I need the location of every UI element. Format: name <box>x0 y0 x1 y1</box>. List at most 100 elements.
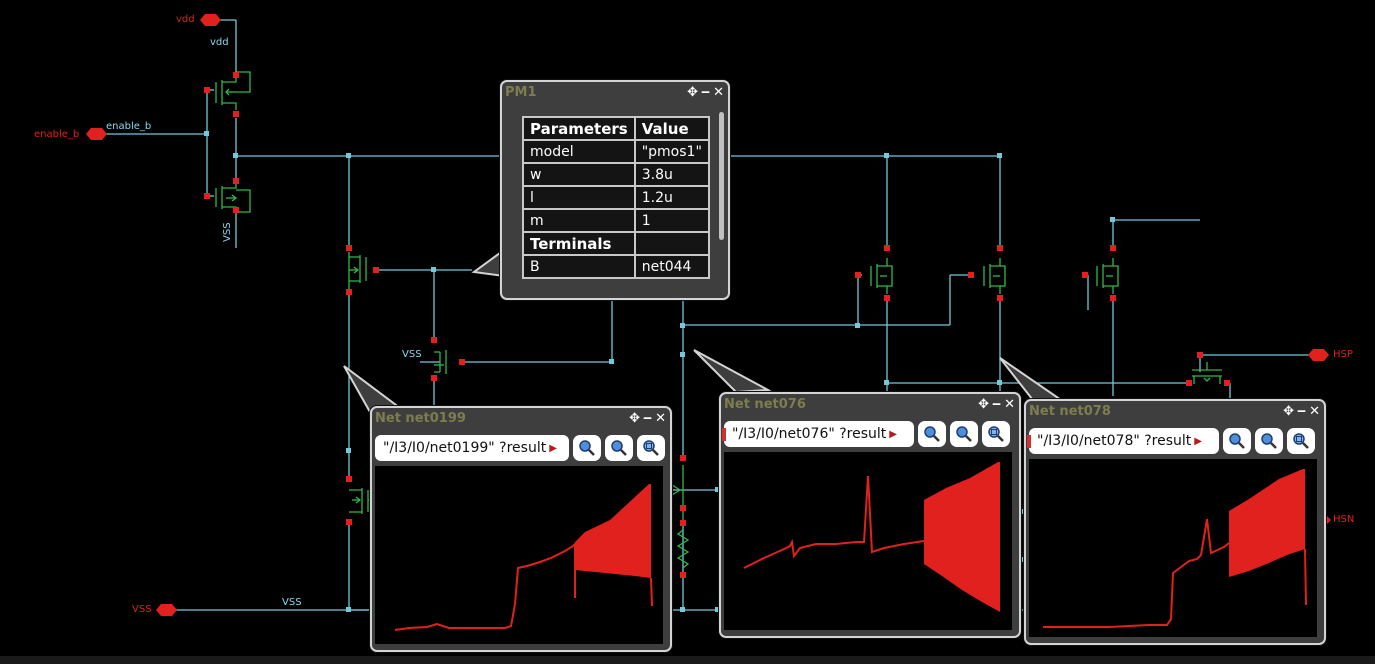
dropdown-arrow-icon[interactable]: ▶ <box>549 442 557 454</box>
net-label-vss-vertical: VSS <box>222 222 233 242</box>
pm1-title-bar[interactable]: PM1 ✥ ‒ ✕ <box>502 82 728 104</box>
net076-title-bar[interactable]: Net net076 ✥ ‒ ✕ <box>721 394 1019 416</box>
connection-points <box>204 72 1230 578</box>
net078-title-bar[interactable]: Net net078 ✥ ‒ ✕ <box>1026 401 1324 423</box>
param-value[interactable]: "pmos1" <box>633 139 710 164</box>
table-row[interactable]: model "pmos1" <box>522 139 710 164</box>
dropdown-arrow-icon[interactable]: ▶ <box>889 428 897 440</box>
zoom-out-button[interactable] <box>605 435 633 461</box>
selection-marker <box>722 428 726 441</box>
pin-hsp: HSP <box>1333 349 1353 360</box>
expression-toolbar: "/I3/I0/net076" ?result ▶ <box>722 420 1010 448</box>
minimize-icon[interactable]: ‒ <box>992 397 1002 412</box>
minimize-icon[interactable]: ‒ <box>643 411 653 426</box>
pin-hsn: HSN <box>1333 514 1355 525</box>
zoom-fit-button[interactable] <box>1287 428 1315 454</box>
net-label-vss-mid: VSS <box>402 349 422 360</box>
param-name: l <box>522 185 636 210</box>
net076-waveform-window[interactable]: Net net076 ✥ ‒ ✕ "/I3/I0/net076" ?result… <box>719 392 1021 638</box>
zoom-fit-button[interactable] <box>982 421 1010 447</box>
close-icon[interactable]: ✕ <box>655 411 666 426</box>
dropdown-arrow-icon[interactable]: ▶ <box>1194 435 1202 447</box>
table-row[interactable]: l 1.2u <box>522 185 710 210</box>
net076-popup-pointer <box>693 349 772 394</box>
expression-text: "/I3/I0/net076" ?result <box>732 426 887 442</box>
net0199-title-bar[interactable]: Net net0199 ✥ ‒ ✕ <box>372 408 670 430</box>
net078-waveform-window[interactable]: Net net078 ✥ ‒ ✕ "/I3/I0/net078" ?result… <box>1024 399 1326 645</box>
table-row[interactable]: B net044 <box>522 254 710 279</box>
expression-field[interactable]: "/I3/I0/net0199" ?result ▶ <box>375 435 569 461</box>
terminals-section-row: Terminals <box>522 231 710 256</box>
parameters-column-header: Parameters <box>522 116 636 141</box>
net076-waveform-plot[interactable] <box>724 452 1012 630</box>
param-value[interactable]: 1.2u <box>633 185 710 210</box>
param-name: w <box>522 162 636 187</box>
pm1-window-title: PM1 <box>505 85 537 100</box>
zoom-fit-icon <box>1293 433 1309 449</box>
table-row[interactable]: m 1 <box>522 208 710 233</box>
expression-text: "/I3/I0/net078" ?result <box>1037 433 1192 449</box>
close-icon[interactable]: ✕ <box>713 85 724 100</box>
zoom-fit-icon <box>988 426 1004 442</box>
net0199-waveform-plot[interactable] <box>375 466 663 644</box>
net0199-waveform-window[interactable]: Net net0199 ✥ ‒ ✕ "/I3/I0/net0199" ?resu… <box>370 406 672 652</box>
zoom-out-icon <box>1261 433 1277 449</box>
pin-enable-b: enable_b <box>34 129 80 140</box>
bottom-status-strip <box>0 656 1375 664</box>
zoom-in-icon <box>1229 433 1245 449</box>
net-label-enable-b: enable_b <box>106 121 152 132</box>
expression-toolbar: "/I3/I0/net0199" ?result ▶ <box>375 434 665 462</box>
zoom-in-button[interactable] <box>573 435 601 461</box>
zoom-in-button[interactable] <box>918 421 946 447</box>
expression-field[interactable]: "/I3/I0/net078" ?result ▶ <box>1027 428 1219 454</box>
move-icon[interactable]: ✥ <box>978 397 990 412</box>
param-name: model <box>522 139 636 164</box>
zoom-out-button[interactable] <box>950 421 978 447</box>
zoom-in-icon <box>579 440 595 456</box>
terminals-label: Terminals <box>522 231 636 256</box>
move-icon[interactable]: ✥ <box>629 411 641 426</box>
pm1-parameter-table: Parameters Value model "pmos1" w 3.8u l … <box>522 116 710 279</box>
zoom-out-icon <box>956 426 972 442</box>
net-label-vss-bottom: VSS <box>282 597 302 608</box>
expression-field[interactable]: "/I3/I0/net076" ?result ▶ <box>722 421 914 447</box>
transistors <box>215 71 1222 569</box>
wire-junctions <box>204 131 1232 612</box>
pin-shapes <box>86 14 1331 616</box>
param-value[interactable]: 1 <box>633 208 710 233</box>
waveform-trace-oscillation <box>1229 469 1305 577</box>
pm1-scrollbar[interactable] <box>719 112 724 240</box>
net-label-vdd: vdd <box>210 37 229 48</box>
waveform-trace <box>394 541 576 631</box>
param-name: m <box>522 208 636 233</box>
pin-vdd: vdd <box>176 14 195 25</box>
zoom-in-button[interactable] <box>1223 428 1251 454</box>
move-icon[interactable]: ✥ <box>1283 404 1295 419</box>
zoom-fit-button[interactable] <box>637 435 665 461</box>
terminal-net[interactable]: net044 <box>633 254 710 279</box>
net0199-window-title: Net net0199 <box>375 411 466 426</box>
expression-toolbar: "/I3/I0/net078" ?result ▶ <box>1027 427 1315 455</box>
waveform-trace-oscillation <box>575 484 651 578</box>
selection-marker <box>1027 435 1031 448</box>
expression-text: "/I3/I0/net0199" ?result <box>383 440 547 456</box>
param-value[interactable]: 3.8u <box>633 162 710 187</box>
move-icon[interactable]: ✥ <box>687 85 699 100</box>
table-header-row: Parameters Value <box>522 116 710 141</box>
close-icon[interactable]: ✕ <box>1309 404 1320 419</box>
waveform-trace <box>1043 518 1230 628</box>
waveform-trace <box>743 475 925 569</box>
pm1-properties-window[interactable]: PM1 ✥ ‒ ✕ Parameters Value model "pmos1"… <box>500 80 730 300</box>
close-icon[interactable]: ✕ <box>1004 397 1015 412</box>
zoom-out-icon <box>611 440 627 456</box>
zoom-out-button[interactable] <box>1255 428 1283 454</box>
terminal-name: B <box>522 254 636 279</box>
waveform-trace-oscillation <box>924 462 1000 612</box>
pin-vss: VSS <box>132 604 152 615</box>
minimize-icon[interactable]: ‒ <box>1297 404 1307 419</box>
minimize-icon[interactable]: ‒ <box>701 85 711 100</box>
net078-waveform-plot[interactable] <box>1029 459 1317 637</box>
table-row[interactable]: w 3.8u <box>522 162 710 187</box>
value-column-header: Value <box>633 116 710 141</box>
